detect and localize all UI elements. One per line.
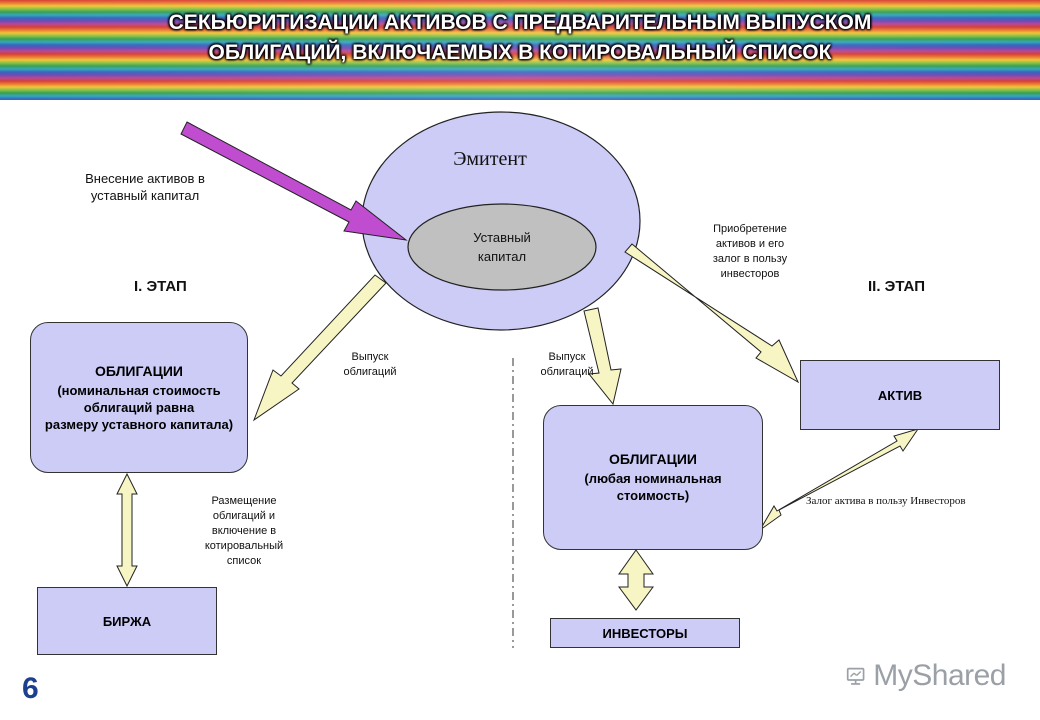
stage-1-label: I. ЭТАП: [134, 278, 187, 295]
placement-line-1: Размещение: [211, 495, 277, 507]
issue-label-left: Выпуск облигаций: [330, 350, 410, 380]
pledge-label: Залог актива в пользу Инвесторов: [806, 495, 966, 507]
charter-capital-label: Уставный капитал: [440, 228, 564, 266]
charter-capital-ellipse: [407, 203, 597, 291]
placement-line-3: включение в: [211, 525, 277, 537]
charter-capital-line-2: капитал: [477, 249, 527, 264]
exchange-box: БИРЖА: [37, 587, 217, 655]
contribution-label: Внесение активов в уставный капитал: [60, 170, 230, 204]
contribution-line-1: Внесение активов в: [85, 171, 205, 186]
issue-arrow-right: [583, 307, 622, 406]
issue-label-right: Выпуск облигаций: [527, 350, 607, 380]
placement-line-4: котировальный: [204, 540, 284, 552]
issue-arrow-left: [252, 274, 387, 422]
bonds-right-line-1: (любая номинальная: [584, 471, 722, 486]
contribution-line-2: уставный капитал: [90, 188, 200, 203]
acquisition-arrow: [624, 243, 800, 384]
bonds-left-title: ОБЛИГАЦИИ: [94, 362, 183, 379]
issue-left-line-2: облигаций: [343, 366, 397, 378]
investors-box: ИНВЕСТОРЫ: [550, 618, 740, 648]
acquisition-line-4: инвесторов: [720, 268, 780, 280]
bonds-left-line-3: размеру уставного капитала): [44, 416, 234, 432]
page-title-line-1: СЕКЬЮРИТИЗАЦИИ АКТИВОВ С ПРЕДВАРИТЕЛЬНЫМ…: [168, 11, 872, 34]
bonds-box-right: ОБЛИГАЦИИ (любая номинальная стоимость): [543, 405, 763, 550]
bonds-box-left: ОБЛИГАЦИИ (номинальная стоимость облигац…: [30, 322, 248, 473]
bonds-left-line-2: облигаций равна: [83, 399, 195, 415]
acquisition-line-3: залог в пользу: [712, 253, 788, 265]
logo-text: MyShared: [873, 659, 1006, 692]
issue-left-line-1: Выпуск: [351, 351, 389, 363]
page-number: 6: [22, 672, 39, 705]
bonds-right-line-2: стоимость): [616, 488, 690, 503]
placement-double-arrow: [116, 472, 138, 588]
contribution-arrow: [180, 121, 408, 241]
presentation-icon: [846, 667, 865, 685]
charter-capital-line-1: Уставный: [473, 230, 531, 245]
bonds-left-line-1: (номинальная стоимость: [57, 382, 221, 398]
acquisition-line-1: Приобретение: [713, 223, 787, 235]
placement-line-2: облигаций и: [212, 510, 276, 522]
acquisition-label: Приобретение активов и его залог в польз…: [690, 222, 810, 282]
issue-right-line-1: Выпуск: [548, 351, 586, 363]
issue-right-line-2: облигаций: [540, 366, 594, 378]
pledge-double-arrow: [759, 428, 920, 531]
stage-2-label: II. ЭТАП: [868, 278, 925, 295]
myshared-logo: MyShared: [846, 656, 1006, 696]
title-banner: [0, 0, 1040, 100]
page-title: СЕКЬЮРИТИЗАЦИИ АКТИВОВ С ПРЕДВАРИТЕЛЬНЫМ…: [60, 8, 980, 68]
placement-label: Размещение облигаций и включение в котир…: [186, 494, 302, 569]
acquisition-line-2: активов и его: [715, 238, 785, 250]
investors-double-arrow: [618, 549, 654, 611]
issuer-label: Эмитент: [453, 148, 527, 170]
bonds-right-title: ОБЛИГАЦИИ: [608, 451, 697, 467]
placement-line-5: список: [226, 555, 262, 567]
asset-box: АКТИВ: [800, 360, 1000, 430]
page-title-line-2: ОБЛИГАЦИЙ, ВКЛЮЧАЕМЫХ В КОТИРОВАЛЬНЫЙ СП…: [208, 41, 832, 64]
